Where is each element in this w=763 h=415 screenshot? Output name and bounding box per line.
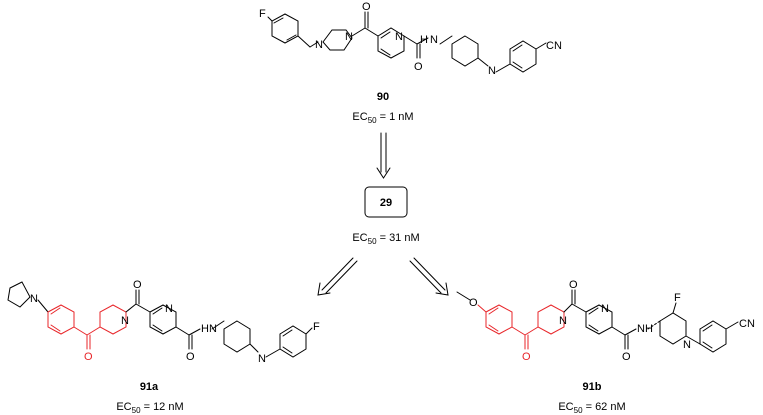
atom-90-F: F bbox=[259, 8, 266, 20]
atom-91a-Npyr: N bbox=[30, 293, 38, 305]
label-90: 90 bbox=[377, 91, 389, 103]
label-91a: 91a bbox=[140, 381, 159, 393]
label-29: 29 bbox=[380, 197, 392, 209]
atom-91b-N: N bbox=[637, 323, 645, 335]
atom-91a-H: H bbox=[201, 323, 209, 335]
ec50-91a: EC50 = 12 nM bbox=[116, 401, 183, 415]
ec50-29: EC50 = 31 nM bbox=[352, 232, 419, 246]
atom-91b-Npip2: N bbox=[683, 339, 691, 351]
atom-91b-CN: CN bbox=[739, 318, 755, 330]
atom-90-O: O bbox=[362, 1, 371, 13]
atom-90-CN: CN bbox=[546, 40, 562, 52]
atom-90-N2: N bbox=[345, 31, 353, 43]
ec50-90: EC50 = 1 nM bbox=[352, 111, 413, 125]
structure-90 bbox=[267, 11, 547, 73]
ec50-91b: EC50 = 62 nM bbox=[558, 401, 625, 415]
atom-91b-H: H bbox=[645, 323, 653, 335]
atom-90-Oamide: O bbox=[414, 61, 423, 73]
atom-90-N1: N bbox=[315, 39, 323, 51]
atom-91a-Ocarb: O bbox=[133, 279, 142, 291]
atom-91a-Nring: N bbox=[165, 303, 173, 315]
atom-90-N: N bbox=[430, 34, 438, 46]
arrow-90-to-29 bbox=[376, 132, 391, 179]
atom-90-H: H bbox=[420, 34, 428, 46]
atom-91a-Npip1: N bbox=[121, 315, 129, 327]
atom-91b-Ocarb: O bbox=[569, 279, 578, 291]
atom-91b-Npip1: N bbox=[559, 315, 567, 327]
arrow-29-to-91b bbox=[409, 257, 449, 296]
atom-90-Nring: N bbox=[395, 31, 403, 43]
box-29 bbox=[364, 186, 408, 218]
structure-91a bbox=[7, 281, 313, 358]
atom-90-Npip: N bbox=[488, 65, 496, 77]
atom-91a-N: N bbox=[209, 323, 217, 335]
atom-91b-Nring: N bbox=[601, 303, 609, 315]
atom-91a-F: F bbox=[313, 321, 320, 333]
atom-91b-F: F bbox=[674, 292, 681, 304]
label-91b: 91b bbox=[583, 381, 602, 393]
atom-91b-Oamide: O bbox=[622, 351, 631, 363]
atom-91a-Npip2: N bbox=[258, 353, 266, 365]
atom-91b-Oketone: O bbox=[522, 351, 531, 363]
atom-91a-Oketone: O bbox=[84, 351, 93, 363]
arrow-29-to-91a bbox=[317, 257, 358, 296]
atom-91a-Oamide: O bbox=[186, 351, 195, 363]
structure-91b bbox=[456, 289, 739, 353]
atom-91b-Ome: O bbox=[469, 297, 478, 309]
